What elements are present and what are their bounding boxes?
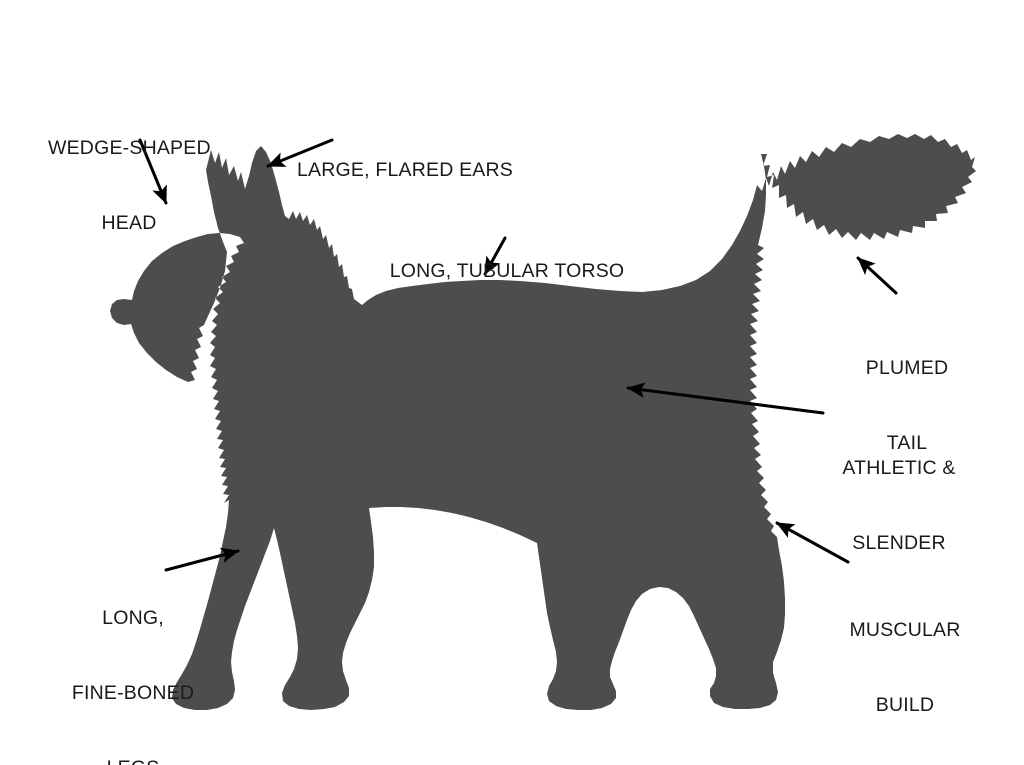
label-wedge-shaped-head: WEDGE-SHAPED HEAD	[48, 86, 211, 286]
arrow-plumed-tail	[856, 256, 898, 295]
cat-silhouette-path	[110, 134, 976, 710]
label-line-2: SLENDER	[852, 532, 946, 554]
label-line-1: MUSCULAR	[849, 619, 961, 641]
label-line-2: TAIL	[886, 432, 928, 454]
label-line-1: LONG, TUBULAR TORSO	[389, 260, 625, 282]
arrow-athletic-and-slender	[626, 382, 825, 415]
annotation-arrows	[138, 138, 898, 572]
arrow-wedge-shaped-head	[138, 138, 168, 205]
label-line-1: LONG,	[102, 607, 164, 629]
arrow-long-tubular-torso	[483, 236, 507, 276]
label-long-fine-boned-legs: LONG, FINE-BONED LEGS	[54, 556, 212, 765]
label-athletic-and-slender: ATHLETIC & SLENDER	[828, 406, 970, 606]
label-line-3: LEGS	[54, 756, 212, 765]
arrow-muscular-build	[775, 521, 850, 564]
label-line-1: PLUMED	[865, 357, 949, 379]
label-line-2: HEAD	[101, 212, 157, 234]
arrow-long-fine-boned-legs	[164, 547, 240, 572]
label-line-2: FINE-BONED	[71, 682, 195, 704]
label-line-1: WEDGE-SHAPED	[48, 137, 211, 159]
arrow-large-flared-ears	[266, 138, 334, 168]
label-muscular-build: MUSCULAR BUILD	[840, 568, 970, 765]
label-large-flared-ears: LARGE, FLARED EARS	[294, 108, 516, 233]
cat-body-group	[110, 134, 976, 710]
label-line-1: ATHLETIC &	[842, 457, 956, 479]
label-line-2: BUILD	[875, 694, 935, 716]
label-line-1: LARGE, FLARED EARS	[297, 159, 513, 181]
label-long-tubular-torso: LONG, TUBULAR TORSO	[388, 209, 626, 334]
label-plumed-tail: PLUMED TAIL	[850, 306, 964, 506]
